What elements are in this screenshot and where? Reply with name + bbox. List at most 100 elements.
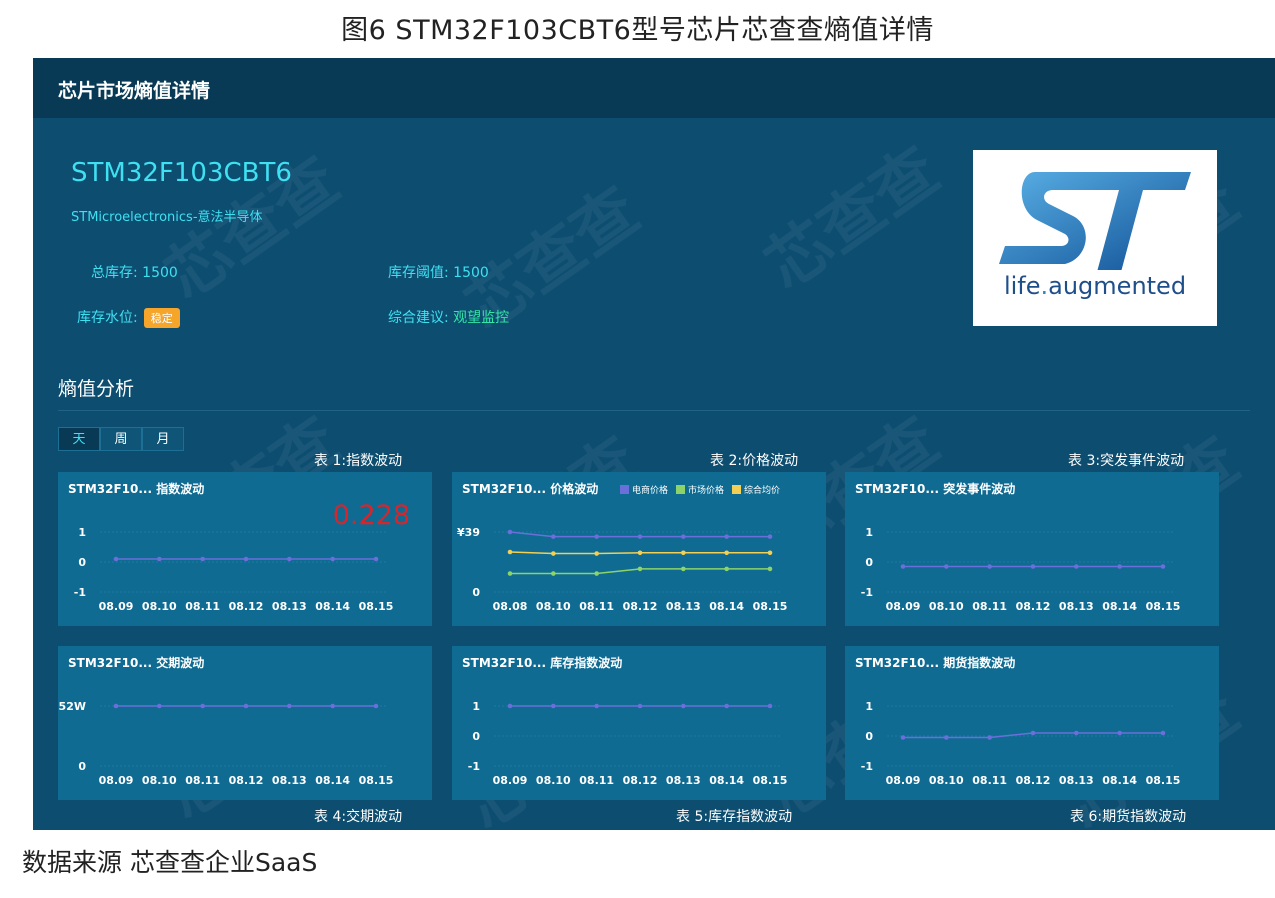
chart-title: STM32F10... 价格波动 <box>462 482 599 496</box>
chart-title: STM32F10... 指数波动 <box>68 482 205 496</box>
data-point <box>594 551 599 556</box>
y-tick-label: 0 <box>78 760 86 773</box>
data-point <box>157 703 162 709</box>
chip-part-number: STM32F103CBT6 <box>71 158 292 188</box>
data-point <box>507 703 513 709</box>
data-point <box>594 703 599 709</box>
x-tick-label: 08.12 <box>623 600 658 613</box>
y-tick-label: 1 <box>472 700 480 713</box>
data-point <box>637 566 643 572</box>
manufacturer-logo: life.augmented <box>973 150 1217 326</box>
data-point <box>551 551 556 556</box>
x-tick-label: 08.12 <box>229 600 264 613</box>
x-tick-label: 08.15 <box>753 774 788 787</box>
logo-slogan: life.augmented <box>1003 272 1187 300</box>
data-point <box>551 571 556 576</box>
total-stock: 总库存: 1500 <box>91 262 178 282</box>
x-tick-label: 08.11 <box>185 600 220 613</box>
data-point <box>900 564 906 569</box>
chart-title: STM32F10... 突发事件波动 <box>855 482 1016 496</box>
data-point <box>900 735 906 740</box>
tab-month[interactable]: 月 <box>142 427 184 451</box>
data-point <box>681 566 686 572</box>
legend-swatch-icon <box>732 485 742 494</box>
data-point <box>157 556 162 562</box>
x-tick-label: 08.11 <box>579 774 614 787</box>
x-tick-label: 08.10 <box>929 774 964 787</box>
x-tick-label: 08.15 <box>359 774 394 787</box>
section-title: 熵值分析 <box>58 378 135 400</box>
legend-item[interactable]: 综合均价 <box>732 483 780 496</box>
legend-item[interactable]: 电商价格 <box>620 483 668 496</box>
x-tick-label: 08.10 <box>142 774 177 787</box>
x-tick-label: 08.10 <box>536 774 571 787</box>
data-point <box>551 534 556 539</box>
tab-day[interactable]: 天 <box>58 427 100 451</box>
total-stock-label: 总库存: <box>91 265 138 281</box>
y-tick-label: 0 <box>865 730 873 743</box>
y-tick-label: -1 <box>861 586 873 599</box>
x-tick-label: 08.15 <box>1146 600 1181 613</box>
chart-title: STM32F10... 库存指数波动 <box>462 656 623 670</box>
legend-item[interactable]: 市场价格 <box>676 483 724 496</box>
data-point <box>243 556 249 562</box>
x-tick-label: 08.09 <box>886 774 921 787</box>
x-tick-label: 08.10 <box>536 600 571 613</box>
caption-table-5: 表 5:库存指数波动 <box>676 809 793 825</box>
x-tick-label: 08.13 <box>666 600 701 613</box>
data-point <box>200 703 205 709</box>
data-point <box>944 735 949 740</box>
data-point <box>1074 730 1079 736</box>
y-tick-label: -1 <box>861 760 873 773</box>
x-tick-label: 08.09 <box>99 600 134 613</box>
data-point <box>594 534 599 539</box>
data-point <box>637 703 643 709</box>
status-badge: 稳定 <box>143 308 180 328</box>
data-point <box>507 549 513 555</box>
y-tick-label: 0 <box>472 730 480 743</box>
data-point <box>1074 564 1079 569</box>
advice-value: 观望监控 <box>453 310 510 326</box>
data-source: 数据来源 芯查查企业SaaS <box>22 848 318 877</box>
y-tick-label: 0 <box>472 586 480 599</box>
x-tick-label: 08.09 <box>886 600 921 613</box>
y-tick-label: 0 <box>865 556 873 569</box>
caption-table-6: 表 6:期货指数波动 <box>1070 809 1187 825</box>
advice-label: 综合建议: <box>388 310 449 326</box>
y-tick-label: 0 <box>78 556 86 569</box>
x-tick-label: 08.09 <box>493 774 528 787</box>
stock-threshold-label: 库存阈值: <box>388 265 449 281</box>
data-point <box>987 564 992 569</box>
data-point <box>243 703 249 709</box>
y-tick-label: -1 <box>468 760 480 773</box>
x-tick-label: 08.14 <box>709 774 744 787</box>
dashboard-panel: 芯查查芯查查芯查查芯查查芯查查芯查查芯查查芯查查芯查查芯查查芯查查芯查查 芯片市… <box>33 58 1275 830</box>
st-logo-icon <box>999 172 1191 272</box>
x-tick-label: 08.15 <box>753 600 788 613</box>
x-tick-label: 08.11 <box>972 600 1007 613</box>
y-tick-label: 1 <box>78 526 86 539</box>
x-tick-label: 08.14 <box>315 774 350 787</box>
x-tick-label: 08.10 <box>929 600 964 613</box>
data-point <box>113 703 119 709</box>
x-tick-label: 08.14 <box>709 600 744 613</box>
data-point <box>594 571 599 576</box>
x-tick-label: 08.12 <box>623 774 658 787</box>
data-point <box>373 703 379 709</box>
data-point <box>681 703 686 709</box>
x-tick-label: 08.12 <box>229 774 264 787</box>
data-point <box>551 703 556 709</box>
data-point <box>637 550 643 556</box>
data-point <box>767 566 773 572</box>
dashboard-header: 芯片市场熵值详情 <box>33 58 1275 118</box>
tab-week[interactable]: 周 <box>100 427 142 451</box>
data-point <box>200 556 205 562</box>
data-point <box>507 529 513 535</box>
data-point <box>681 534 686 539</box>
